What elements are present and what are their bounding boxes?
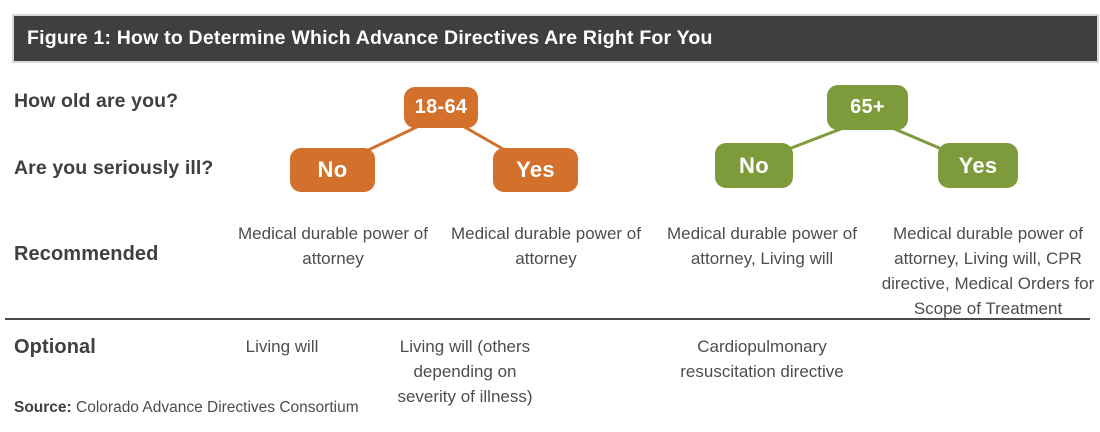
node-green-yes: Yes <box>938 143 1018 188</box>
source-text: Colorado Advance Directives Consortium <box>76 399 359 416</box>
source-line: Source: Colorado Advance Directives Cons… <box>14 399 359 417</box>
row-label-recommended: Recommended <box>14 243 159 265</box>
optional-col1: Living will <box>245 337 319 356</box>
figure-title-bar: Figure 1: How to Determine Which Advance… <box>12 14 1099 63</box>
node-green-no: No <box>715 143 793 188</box>
row-label-seriously-ill: Are you seriously ill? <box>14 157 214 179</box>
recommended-col1: Medical durable power of attorney <box>238 224 428 268</box>
node-orange-yes: Yes <box>493 148 578 192</box>
connector-green-right <box>889 125 945 152</box>
recommended-col2: Medical durable power of attorney <box>451 224 641 268</box>
source-prefix: Source: <box>14 399 72 416</box>
row-label-age: How old are you? <box>14 90 179 112</box>
figure-title: Figure 1: How to Determine Which Advance… <box>27 27 713 49</box>
connector-orange-left <box>361 123 422 155</box>
row-label-optional: Optional <box>14 336 96 358</box>
recommended-col4: Medical durable power of attorney, Livin… <box>881 224 1095 318</box>
optional-col3: Cardiopulmonary resuscitation directive <box>680 337 844 381</box>
connector-green-left <box>785 125 847 152</box>
node-orange-no: No <box>290 148 375 192</box>
recommended-col3: Medical durable power of attorney, Livin… <box>667 224 857 268</box>
node-age-18-64: 18-64 <box>404 87 478 128</box>
row-divider-line <box>5 318 1090 320</box>
optional-col2: Living will (others depending on severit… <box>397 337 533 406</box>
node-age-65-plus: 65+ <box>827 85 908 130</box>
